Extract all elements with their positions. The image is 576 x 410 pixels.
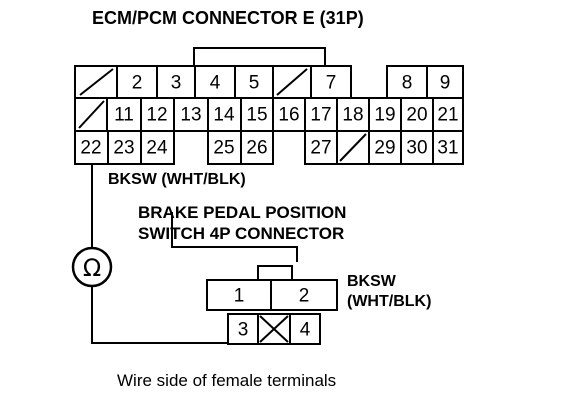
ecm-terminal-29 xyxy=(368,130,402,165)
ecm-terminal-24 xyxy=(140,130,175,165)
diagram-caption: Wire side of female terminals xyxy=(117,371,336,390)
switch-terminal-label: 1 xyxy=(234,286,245,307)
ecm-terminal-label: 21 xyxy=(437,105,458,126)
ecm-terminal-label: 19 xyxy=(374,105,395,126)
ecm-terminal-19 xyxy=(368,97,402,132)
ecm-terminal-label: 20 xyxy=(406,105,427,126)
ecm-terminal-label: 27 xyxy=(310,138,331,159)
empty-terminal-cross xyxy=(259,315,289,343)
ecm-terminal-12 xyxy=(140,97,175,132)
switch-connector: 1 2 3 4 xyxy=(206,265,338,345)
empty-terminal-slash xyxy=(78,100,105,129)
ecm-terminal-label: 14 xyxy=(213,105,235,126)
switch-connector-title-line1: BRAKE PEDAL POSITION xyxy=(138,203,346,222)
ecm-connector-lock-tab xyxy=(193,47,326,66)
ecm-terminal-31 xyxy=(432,130,464,165)
ecm-terminal-label: 7 xyxy=(326,73,337,94)
ecm-terminal-label: 25 xyxy=(213,138,234,159)
ecm-terminal-15 xyxy=(240,97,274,132)
ecm-connector-row-3: 22 23 24 25 26 27 29 30 31 xyxy=(74,130,464,165)
ecm-terminal-label: 31 xyxy=(437,138,458,159)
ecm-terminal-label: 8 xyxy=(402,73,413,94)
connector-title: ECM/PCM CONNECTOR E (31P) xyxy=(92,8,364,28)
test-lead-lower xyxy=(91,286,228,344)
ecm-terminal-21 xyxy=(432,97,464,132)
switch-terminal-2 xyxy=(270,279,338,311)
ecm-terminal-26 xyxy=(240,130,274,165)
ecm-connector-row-2: 11 12 13 14 15 16 17 18 19 20 21 xyxy=(74,97,464,132)
ecm-terminal-23 xyxy=(107,130,142,165)
ecm-connector-row-1: 2 3 4 5 7 8 9 xyxy=(74,65,464,99)
ecm-terminal-label: 17 xyxy=(310,105,331,126)
ecm-terminal-30 xyxy=(400,130,434,165)
ecm-terminal-13 xyxy=(173,97,209,132)
ecm-terminal-label: 24 xyxy=(146,138,168,159)
ecm-terminal-label: 5 xyxy=(249,73,260,94)
ecm-terminal-label: 23 xyxy=(113,138,134,159)
test-lead-switch xyxy=(171,212,298,262)
empty-terminal-slash xyxy=(79,68,114,96)
empty-terminal-slash xyxy=(339,133,367,162)
ecm-terminal-label: 15 xyxy=(246,105,267,126)
switch-terminal-label: 2 xyxy=(299,286,310,307)
ecm-terminal-7 xyxy=(310,65,352,99)
switch-connector-lock-tab xyxy=(257,265,293,281)
ohm-symbol: Ω xyxy=(83,254,101,282)
ecm-terminal-label: 12 xyxy=(146,105,167,126)
ecm-terminal-25 xyxy=(207,130,242,165)
ecm-terminal-14 xyxy=(207,97,242,132)
switch-wire-label-line2: (WHT/BLK) xyxy=(347,293,431,310)
ecm-terminal-label: 9 xyxy=(440,73,451,94)
empty-terminal-slash xyxy=(276,68,308,96)
ecm-terminal-label: 2 xyxy=(132,73,143,94)
ecm-terminal-label: 16 xyxy=(278,105,299,126)
ecm-terminal-label: 13 xyxy=(180,105,201,126)
ecm-wire-label: BKSW (WHT/BLK) xyxy=(108,171,246,188)
ecm-terminal-17 xyxy=(304,97,338,132)
ecm-terminal-label: 11 xyxy=(114,105,134,126)
switch-wire-label-line1: BKSW xyxy=(347,273,397,290)
switch-connector-title-line2: SWITCH 4P CONNECTOR xyxy=(138,224,344,243)
switch-terminal-label: 3 xyxy=(238,320,249,341)
ecm-terminal-label: 22 xyxy=(80,138,101,159)
ecm-terminal-label: 29 xyxy=(374,138,395,159)
switch-terminal-4 xyxy=(289,313,321,345)
ecm-terminal-label: 30 xyxy=(406,138,427,159)
switch-terminal-label: 4 xyxy=(300,320,311,341)
ecm-terminal-label: 26 xyxy=(246,138,267,159)
ecm-terminal-label: 4 xyxy=(210,73,221,94)
ecm-terminal-label: 3 xyxy=(171,73,182,94)
ecm-terminal-16 xyxy=(272,97,306,132)
ecm-terminal-label: 18 xyxy=(342,105,363,126)
